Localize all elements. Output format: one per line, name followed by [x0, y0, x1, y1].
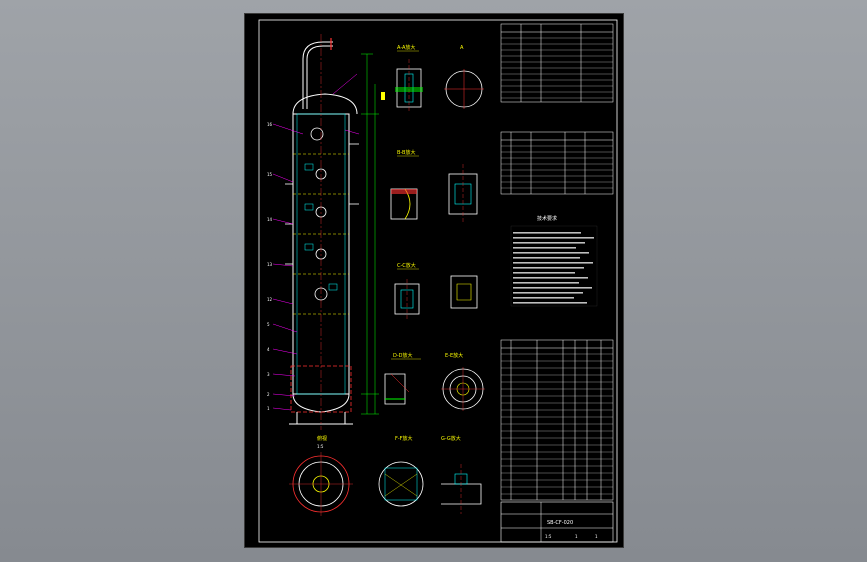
svg-text:1:5: 1:5 — [317, 444, 324, 449]
note-line — [513, 302, 587, 304]
drawing-number: SB-CF-020 — [547, 520, 573, 526]
part-no-4: 4 — [267, 347, 270, 352]
part-no-13: 13 — [267, 262, 273, 267]
detail-d: D-D放大 — [384, 352, 421, 405]
svg-text:F-F放大: F-F放大 — [395, 435, 413, 442]
svg-text:B-B放大: B-B放大 — [397, 149, 416, 156]
drawing-canvas: 16 15 14 13 12 5 4 3 2 1 A-A放大 — [258, 19, 618, 543]
top-pipe — [306, 45, 333, 109]
svg-text:E-E放大: E-E放大 — [445, 352, 463, 359]
dimension-chain — [361, 53, 385, 415]
title-block: SB-CF-020 1:5 1 1 — [500, 501, 614, 543]
detail-b-plan — [448, 164, 478, 224]
note-line — [513, 267, 584, 269]
note-line — [513, 257, 580, 259]
svg-text:G-G放大: G-G放大 — [441, 435, 461, 442]
nozzle-table — [500, 23, 614, 103]
note-line — [513, 237, 594, 239]
detail-b: B-B放大 — [390, 149, 419, 220]
part-no-15: 15 — [267, 172, 273, 177]
bottom-view: 俯视 1:5 — [289, 435, 353, 516]
drawing-sheet: 16 15 14 13 12 5 4 3 2 1 A-A放大 — [244, 13, 624, 548]
part-no-5: 5 — [267, 322, 270, 327]
note-line — [513, 297, 574, 299]
column-elevation-view — [285, 34, 359, 430]
part-no-1: 1 — [267, 406, 270, 411]
part-no-16: 16 — [267, 122, 273, 127]
note-line — [513, 287, 592, 289]
svg-text:A-A放大: A-A放大 — [397, 44, 415, 51]
svg-text:C-C放大: C-C放大 — [397, 262, 416, 269]
detail-f: F-F放大 — [378, 435, 424, 507]
sheet-count: 1 — [595, 534, 598, 539]
note-line — [513, 247, 576, 249]
part-leaders — [272, 73, 360, 411]
note-line — [513, 242, 585, 244]
detail-a-plan: A — [444, 45, 484, 109]
note-line — [513, 252, 589, 254]
note-line — [513, 292, 583, 294]
svg-text:技术要求: 技术要求 — [537, 215, 557, 222]
note-line — [513, 232, 581, 234]
note-line — [513, 272, 575, 274]
note-line — [513, 277, 588, 279]
drawing-scale: 1:5 — [545, 534, 552, 539]
detail-d-plan: E-E放大 — [441, 352, 485, 411]
technical-notes: 技术要求 — [510, 215, 598, 307]
spec-table — [500, 131, 614, 195]
note-line — [513, 282, 579, 284]
detail-c-plan — [450, 275, 478, 309]
sheet-number: 1 — [575, 534, 578, 539]
svg-text:D-D放大: D-D放大 — [393, 352, 413, 359]
part-no-12: 12 — [267, 297, 273, 302]
svg-text:俯视: 俯视 — [317, 435, 327, 442]
bill-of-materials — [500, 339, 614, 501]
detail-c: C-C放大 — [394, 262, 420, 319]
part-no-14: 14 — [267, 217, 273, 222]
detail-g: G-G放大 — [441, 435, 482, 514]
detail-a: A-A放大 — [395, 44, 423, 112]
sheet-frame — [258, 19, 618, 543]
part-no-2: 2 — [267, 392, 270, 397]
part-no-3: 3 — [267, 372, 270, 377]
note-line — [513, 262, 593, 264]
svg-text:A: A — [460, 45, 464, 51]
